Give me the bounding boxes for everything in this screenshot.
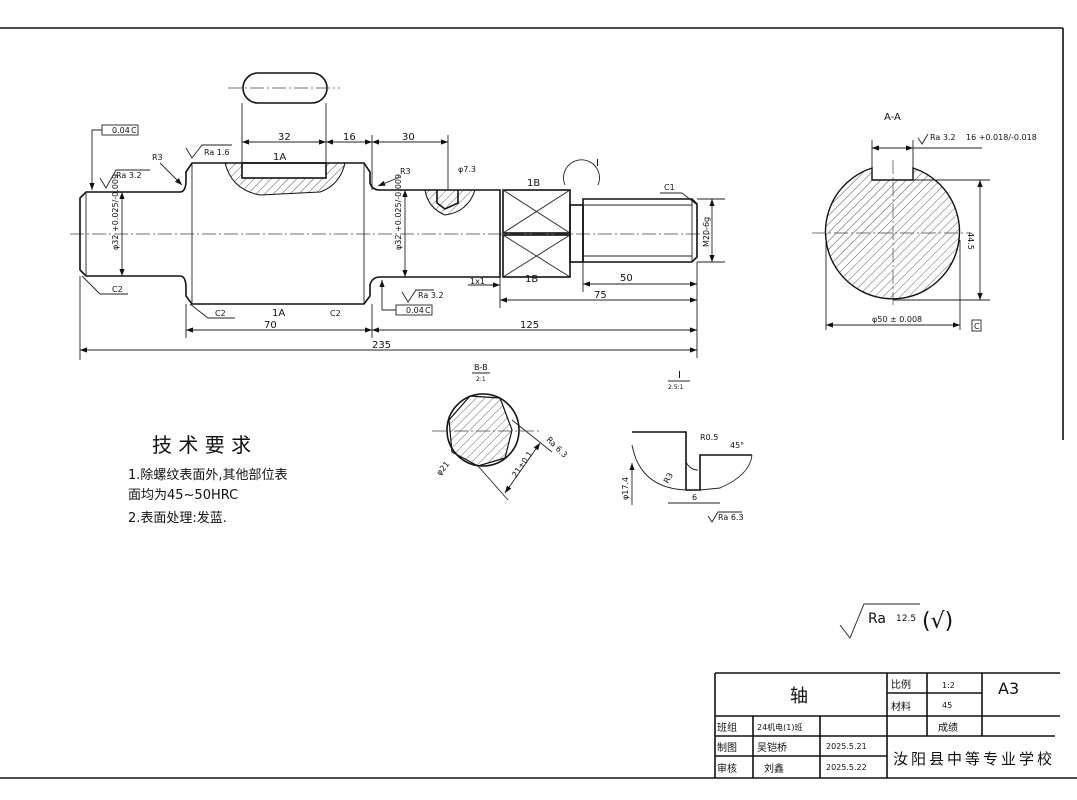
- dim-dia-mid: φ32 +0.025/-0.009: [394, 174, 403, 250]
- label-r3: R3: [400, 167, 411, 176]
- class-label: 班组: [717, 721, 737, 734]
- diameter-label: φ17.4: [621, 477, 630, 500]
- detail-title: I: [678, 370, 681, 381]
- keyway-top-view: [228, 72, 340, 104]
- section-scale: 2:1: [476, 376, 486, 383]
- dim-235: 235: [372, 340, 391, 351]
- general-roughness-note: Ra 12.5 (√): [839, 603, 953, 639]
- ra-label: Ra: [868, 611, 886, 627]
- detail-mark: I: [596, 158, 599, 169]
- roughness-ra-left: Ra 3.2: [116, 171, 142, 180]
- check-label: 审核: [717, 762, 737, 775]
- drawn-label: 制图: [717, 741, 737, 754]
- grade-label: 成绩: [938, 721, 958, 734]
- tech-req-line: 2.表面处理:发蓝.: [128, 510, 227, 526]
- key-width-dim: 16 +0.018/-0.018: [966, 133, 1037, 142]
- material-value: 45: [942, 701, 952, 710]
- material-label: 材料: [891, 700, 911, 713]
- title-block: 轴 比例 1:2 材料 45 A3 班组 24机电(1)班 成绩 制图 吴铠桥 …: [714, 672, 1060, 778]
- ra-value: 12.5: [896, 614, 916, 624]
- section-mark-1b: 1B: [527, 178, 540, 189]
- tolerance-value: 0.04: [112, 126, 130, 135]
- dim-16: 16: [343, 132, 356, 143]
- tech-req-title: 技 术 要 求: [152, 433, 251, 457]
- class-value: 24机电(1)班: [757, 722, 803, 732]
- drawn-date: 2025.5.21: [826, 742, 867, 751]
- tech-req-line: 1.除螺纹表面外,其他部位表: [128, 468, 288, 483]
- check-date: 2025.5.22: [826, 763, 867, 772]
- dim-thread: M20-6g: [702, 217, 711, 247]
- shaft-main-view: [70, 159, 710, 305]
- drawn-by: 吴铠桥: [757, 741, 787, 754]
- roughness-ra-top: Ra 1.6: [204, 148, 230, 157]
- checked-by: 刘鑫: [764, 762, 784, 775]
- tolerance-datum: C: [425, 306, 431, 315]
- dim-32: 32: [278, 132, 291, 143]
- scale-label: 比例: [891, 678, 911, 691]
- roughness-label: Ra 3.2: [930, 133, 956, 142]
- roughness-ra-mid: Ra 3.2: [418, 291, 444, 300]
- chamfer-label: C1: [664, 183, 675, 192]
- section-mark-1a: 1A: [273, 152, 286, 163]
- section-a-a: A-A Ra 3.2 16 +0.018/-0.018 44.5 φ50 ± 0…: [812, 112, 1037, 332]
- tolerance-value: 0.04: [406, 306, 424, 315]
- angle-label: 45°: [730, 441, 744, 450]
- dim-hole: φ7.3: [458, 165, 476, 174]
- width-dim: 6: [692, 493, 697, 502]
- dim-125: 125: [520, 320, 539, 331]
- roughness-label: Ra 6.3: [718, 513, 744, 522]
- section-mark-1a: 1A: [272, 308, 285, 319]
- school-name: 汝阳县中等专业学校: [893, 750, 1055, 768]
- section-mark-1b: 1B: [525, 274, 538, 285]
- radius-label: R0.5: [700, 433, 718, 442]
- part-name: 轴: [790, 686, 808, 707]
- sheet-size: A3: [998, 679, 1019, 698]
- section-title: B-B: [474, 363, 488, 372]
- chamfer-label: C2: [330, 309, 341, 318]
- label-r3: R3: [152, 153, 163, 162]
- diameter-dim: φ50 ± 0.008: [872, 315, 922, 324]
- dim-dia-left: φ32 +0.025/-0.009: [111, 174, 120, 250]
- tolerance-datum: C: [131, 126, 137, 135]
- dim-75: 75: [594, 290, 607, 301]
- annotations: 1A 1A 1B 1B I R3 R3 Ra 3.2 Ra 1.6 Ra 3.2…: [81, 124, 697, 319]
- dimensions: [79, 103, 725, 360]
- radius-label: R3: [662, 471, 675, 485]
- technical-requirements: 技 术 要 求 1.除螺纹表面外,其他部位表 面均为45~50HRC 2.表面处…: [128, 433, 288, 526]
- width-dim: 21±0.1: [510, 450, 534, 479]
- diameter-dim: φ21: [435, 460, 452, 478]
- dim-undercut: 1x1: [470, 277, 485, 286]
- dimension-labels: 32 16 30 70 125 235 75 50 φ32 +0.025/-0.…: [111, 132, 711, 351]
- dim-50: 50: [620, 273, 633, 284]
- depth-dim: 44.5: [966, 232, 975, 250]
- chamfer-label: C2: [215, 309, 226, 318]
- datum-label: C: [974, 322, 980, 331]
- roughness-label: Ra 6.3: [545, 435, 569, 459]
- detail-scale: 2.5:1: [668, 384, 684, 391]
- detail-i: I 2.5:1 R0.5 45° R3 φ17.4 6 Ra 6.3: [621, 370, 753, 523]
- ra-mark: (√): [922, 609, 953, 634]
- detail-circle: [563, 159, 600, 186]
- chamfer-label: C2: [112, 285, 123, 294]
- dim-30: 30: [402, 132, 415, 143]
- section-title: A-A: [884, 112, 901, 123]
- section-b-b: B-B 2:1 21±0.1 φ21 Ra 6.3: [432, 363, 569, 501]
- drawing-frame: [0, 27, 1077, 779]
- scale-value: 1:2: [942, 681, 955, 690]
- tech-req-line: 面均为45~50HRC: [128, 488, 238, 503]
- dim-70: 70: [264, 320, 277, 331]
